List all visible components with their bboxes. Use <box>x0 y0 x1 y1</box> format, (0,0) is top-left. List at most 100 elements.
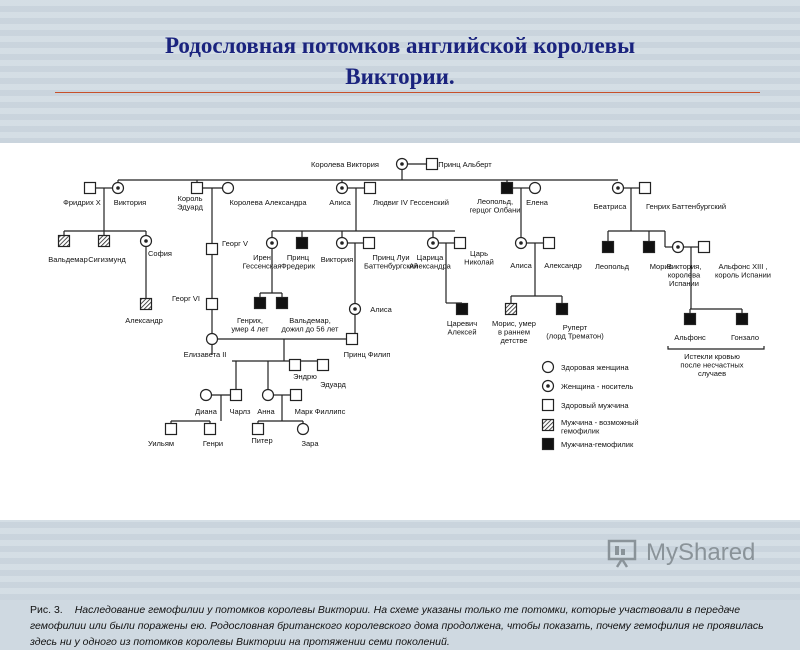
rupert-label: Руперт(лорд Трематон) <box>546 323 604 341</box>
irene-carrier-dot <box>270 241 274 245</box>
henry3-symbol <box>203 422 217 436</box>
mark-symbol <box>289 388 303 402</box>
alice3-carrier-dot <box>353 307 357 311</box>
tsar-symbol <box>453 236 467 250</box>
myshared-logo: MyShared <box>606 535 776 575</box>
alice3-label: Алиса <box>370 305 392 314</box>
maurice-label: Морис <box>650 262 673 271</box>
henry2-symbol <box>253 296 267 310</box>
edward2-symbol <box>316 358 330 372</box>
ludwig-label: Людвиг IV Гессенский <box>373 198 449 207</box>
alfonso13-symbol <box>697 240 711 254</box>
tsarina-carrier-dot <box>431 241 435 245</box>
title-line-1: Родословная потомков английской королевы <box>164 33 636 58</box>
edward2-label: Эдуард <box>320 380 346 389</box>
henry_b-symbol <box>638 181 652 195</box>
victoria_queen-carrier-dot <box>676 245 680 249</box>
waldemar2-label: Вальдемар,дожил до 56 лет <box>282 316 339 334</box>
charles-symbol <box>229 388 243 402</box>
peter-label: Питер <box>251 436 272 445</box>
alexandra-label: Королева Александра <box>229 198 307 207</box>
victoria2-carrier-dot <box>340 241 344 245</box>
peter-symbol <box>251 422 265 436</box>
leopold-symbol <box>500 181 514 195</box>
alice-carrier-dot <box>340 186 344 190</box>
victoria-label: Королева Виктория <box>311 160 379 169</box>
carrier-label: Женщина - носитель <box>561 382 633 391</box>
friedrich-symbol <box>83 181 97 195</box>
figure-caption: Рис. 3.Наследование гемофилии у потомков… <box>30 602 775 650</box>
anne-symbol <box>261 388 275 402</box>
anne-label: Анна <box>257 407 275 416</box>
george6-label: Георг VI <box>172 294 200 303</box>
andrew-symbol <box>288 358 302 372</box>
waldemar-symbol <box>57 234 71 248</box>
alice2-label: Алиса <box>510 261 532 270</box>
leopold2-label: Леопольд <box>595 262 630 271</box>
diana-symbol <box>199 388 213 402</box>
charles-label: Чарлз <box>230 407 251 416</box>
legend-carrier-carrier-dot <box>546 384 550 388</box>
figure-number: Рис. 3. <box>30 604 63 616</box>
andrew-label: Эндрю <box>293 372 317 381</box>
waldemar2-symbol <box>275 296 289 310</box>
legend-hemophiliac-symbol <box>541 437 555 451</box>
philip-label: Принц Филип <box>344 350 391 359</box>
george6-symbol <box>205 297 219 311</box>
presentation-icon <box>607 539 637 568</box>
healthy_male-label: Здоровый мужчина <box>561 401 629 410</box>
beatrice-carrier-dot <box>616 186 620 190</box>
caption-text: Наследование гемофилии у потомков короле… <box>30 604 764 648</box>
george5-label: Георг V <box>222 239 248 248</box>
beatrice-label: Беатриса <box>594 202 628 211</box>
legend-healthy-male-symbol <box>541 398 555 412</box>
zara-symbol <box>296 422 310 436</box>
legend-healthy-female-symbol <box>541 360 555 374</box>
victoria2-label: Виктория <box>321 255 354 264</box>
leopold-label: Леопольд,герцог Олбани <box>470 197 521 215</box>
alexander2-symbol <box>139 297 153 311</box>
albert-label: Принц Альберт <box>438 160 492 169</box>
tsarevich-symbol <box>455 302 469 316</box>
frederick-symbol <box>295 236 309 250</box>
alexandra-symbol <box>221 181 235 195</box>
alexander2-label: Александр <box>125 316 163 325</box>
albert-symbol <box>425 157 439 171</box>
alfonso-symbol <box>683 312 697 326</box>
philip-symbol <box>345 332 359 346</box>
title-line-2: Виктории. <box>345 64 455 89</box>
henry_b-label: Генрих Баттенбургский <box>646 202 726 211</box>
title-divider <box>55 92 760 93</box>
victoria_d-label: Виктория <box>114 198 147 207</box>
leopold2-symbol <box>601 240 615 254</box>
alice2-carrier-dot <box>519 241 523 245</box>
victoria-carrier-dot <box>400 162 404 166</box>
sigismund-symbol <box>97 234 111 248</box>
louis-symbol <box>362 236 376 250</box>
alfonso13-label: Альфонс XIII ,король Испании <box>715 262 771 280</box>
alexander-symbol <box>542 236 556 250</box>
waldemar-label: Вальдемар <box>48 255 88 264</box>
rupert-symbol <box>555 302 569 316</box>
gonzalo-label: Гонзало <box>731 333 759 342</box>
diana-label: Диана <box>195 407 218 416</box>
helena-label: Елена <box>526 198 549 207</box>
george5-symbol <box>205 242 219 256</box>
maurice-symbol <box>642 240 656 254</box>
victoria_d-carrier-dot <box>116 186 120 190</box>
elizabeth-symbol <box>205 332 219 346</box>
slide-title: Родословная потомков английской королевы… <box>40 30 760 92</box>
alfonso-label: Альфонс <box>674 333 706 342</box>
logo-text: MyShared <box>646 539 756 566</box>
henry3-label: Генри <box>203 439 223 448</box>
